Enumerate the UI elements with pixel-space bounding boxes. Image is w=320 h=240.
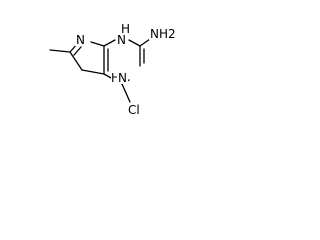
amine-label: NH2 <box>149 27 177 41</box>
bond-c6-c5 <box>69 51 83 71</box>
bond-c7a-n1 <box>103 39 116 47</box>
bond-c7a-n7 <box>90 41 105 47</box>
bond-n7-c6-double <box>73 46 82 56</box>
bond-c5-c4a <box>81 69 105 75</box>
bond-c6-methyl <box>49 49 71 53</box>
n3-hydrogen-label: H <box>111 71 121 85</box>
n3-label: N <box>117 71 128 85</box>
n1-hydrogen-label: H <box>121 22 131 36</box>
bond-c4-cl <box>121 83 131 103</box>
molecule-bonds <box>49 38 151 103</box>
molecule-structure: H N NH2 N H N Cl <box>0 0 194 123</box>
n7-label: N <box>75 33 86 47</box>
n1-label: N <box>116 33 127 47</box>
chlorine-label: Cl <box>127 103 141 117</box>
bond-c2-nh2 <box>139 38 151 47</box>
bond-n1-c2 <box>128 39 141 47</box>
